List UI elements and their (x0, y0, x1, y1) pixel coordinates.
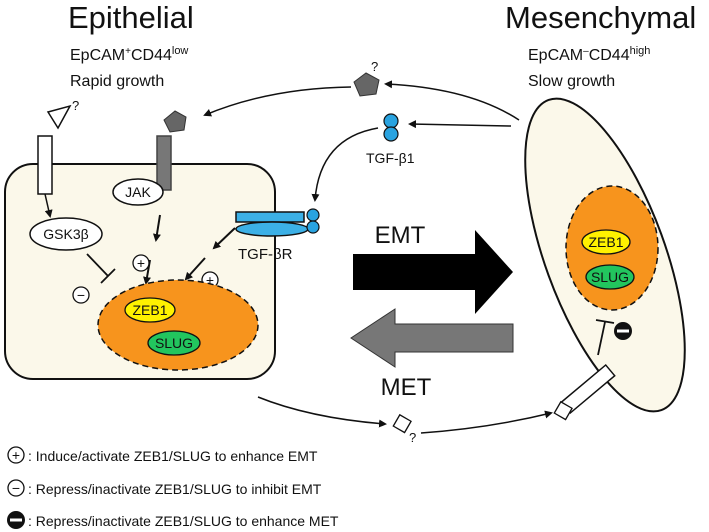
mes-zeb1-badge (581, 229, 631, 255)
mes-to-tgfb1-arrow (408, 120, 512, 129)
mes-slug-badge (585, 264, 635, 290)
triangle-question-mark: ? (72, 98, 79, 113)
epithelial-markers: EpCAM+CD44low (70, 45, 188, 64)
tgfb1-ligand-top (383, 113, 399, 129)
minus-marker-label: − (77, 287, 85, 303)
pentagon-question-mark: ? (371, 59, 378, 74)
tgfbr-receptor-base (235, 221, 309, 237)
legend: + : Induce/activate ZEB1/SLUG to enhance… (7, 446, 339, 529)
met-label: MET (381, 374, 432, 401)
epi-to-diamond-arrow (257, 396, 387, 428)
mesenchymal-title: Mesenchymal (505, 0, 696, 35)
jak-receptor (156, 135, 172, 191)
slug-badge (147, 330, 201, 356)
plus-marker-1 (132, 254, 150, 272)
slug-label: SLUG (155, 335, 193, 351)
zeb1-badge (124, 297, 176, 323)
unknown-receptor-white (37, 135, 53, 195)
tgfbr-arrow (212, 227, 236, 250)
tgfbr-receptor-bar (235, 211, 305, 223)
plus-marker-2-label: + (206, 272, 214, 288)
plus-marker-1-label: + (137, 255, 145, 271)
gsk3b-inhibition (86, 253, 109, 277)
pentagon-ligand-icon (163, 110, 187, 133)
jak-label: JAK (125, 184, 151, 200)
zeb1-label: ZEB1 (132, 302, 167, 318)
diamond-to-mes-arrow (420, 410, 553, 434)
secreted-pentagon-icon (353, 72, 380, 97)
legend-item-3: : Repress/inactivate ZEB1/SLUG to enhanc… (28, 513, 339, 529)
nucleus-arrow-2 (184, 257, 206, 281)
met-receptor (560, 363, 616, 415)
diamond-question-mark: ? (409, 430, 416, 445)
jak-arrow (152, 214, 161, 242)
emt-arrow (353, 230, 513, 314)
jak-node (112, 178, 164, 206)
mes-to-pentagon-arrow (384, 80, 520, 121)
legend-plus-icon (7, 446, 25, 464)
met-inhibition-bar (595, 319, 615, 324)
legend-minus-symbol: − (12, 480, 20, 496)
gsk3b-node (29, 217, 103, 251)
mes-zeb1-label: ZEB1 (588, 234, 623, 250)
legend-item-1: : Induce/activate ZEB1/SLUG to enhance E… (28, 448, 318, 464)
mes-slug-label: SLUG (591, 269, 629, 285)
legend-plus-symbol: + (12, 447, 20, 463)
secreted-diamond-icon-2 (553, 400, 573, 421)
epithelial-growth: Rapid growth (70, 73, 164, 90)
met-arrow (350, 308, 514, 368)
minus-marker (72, 286, 90, 304)
met-inhibition-line (597, 321, 606, 356)
emt-label: EMT (375, 222, 426, 249)
tgfbr-bound-ligand-top (306, 208, 320, 222)
gsk3b-label: GSK3β (43, 226, 88, 242)
triangle-ligand-icon (46, 104, 72, 130)
gsk3b-inhibition-bar (100, 268, 116, 284)
tgfb1-label: TGF-β1 (366, 150, 415, 166)
legend-minus-icon (7, 479, 25, 497)
secreted-diamond-icon-1 (392, 413, 412, 434)
tgfbr-bound-ligand-bottom (306, 220, 320, 234)
legend-item-2: : Repress/inactivate ZEB1/SLUG to inhibi… (28, 481, 322, 497)
tgfb1-ligand-bottom (383, 126, 399, 142)
mesenchymal-growth: Slow growth (528, 73, 615, 90)
legend-black-minus-bar (10, 518, 22, 522)
white-receptor-to-gsk3b-arrow (44, 193, 53, 218)
epithelial-title: Epithelial (68, 0, 194, 35)
tgfbr-label: TGF-βR (238, 246, 293, 263)
mesenchymal-markers: EpCAM–CD44high (528, 45, 650, 64)
pentagon-to-epi-arrow (203, 86, 352, 117)
tgfb1-to-receptor-arrow (311, 127, 379, 202)
black-minus-marker-bar (617, 329, 629, 333)
epithelial-nucleus (97, 279, 259, 371)
